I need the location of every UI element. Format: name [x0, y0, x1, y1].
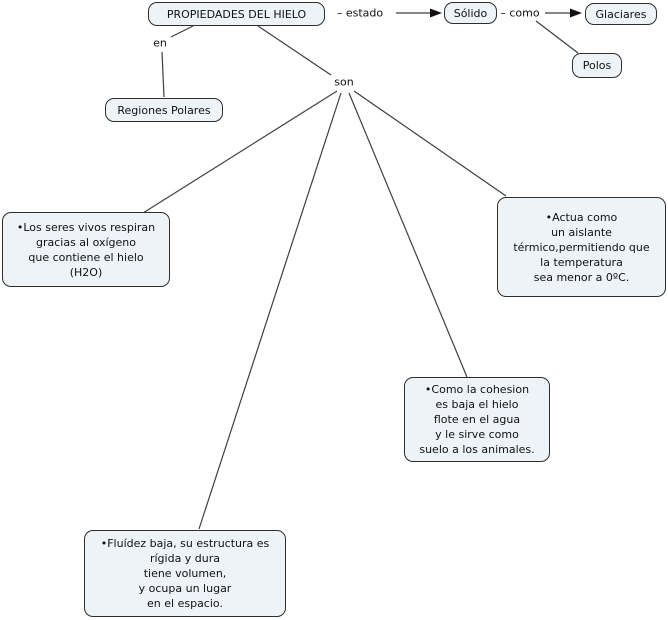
link-label-en[interactable]: en	[152, 36, 168, 50]
node-fluidez[interactable]: •Fluídez baja, su estructura es rígida y…	[84, 530, 286, 617]
node-aislante-termico[interactable]: •Actua como un aislante térmico,permitie…	[497, 197, 666, 297]
link-label-son[interactable]: son	[333, 75, 355, 89]
arrowhead-glaciares	[570, 8, 582, 18]
node-glaciares[interactable]: Glaciares	[585, 3, 657, 25]
edge-son-to-seres-vivos	[142, 90, 338, 214]
edge-propiedades-to-son	[257, 25, 332, 76]
link-label-como[interactable]: – como	[499, 6, 541, 20]
edge-son-to-cohesion	[348, 92, 468, 378]
node-propiedades-del-hielo[interactable]: PROPIEDADES DEL HIELO	[148, 2, 325, 26]
node-polos[interactable]: Polos	[572, 53, 622, 78]
arrowhead-solido	[430, 8, 442, 18]
edge-son-to-fluidez	[198, 92, 342, 530]
edge-son-to-aislante	[353, 90, 507, 197]
node-regiones-polares[interactable]: Regiones Polares	[105, 98, 223, 122]
link-label-estado[interactable]: – estado	[335, 6, 385, 20]
node-cohesion[interactable]: •Como la cohesion es baja el hielo flote…	[404, 377, 550, 462]
edge-en-to-regiones	[161, 51, 165, 98]
edge-propiedades-to-en	[170, 25, 194, 38]
edge-como-to-polos	[535, 20, 579, 54]
node-solido[interactable]: Sólido	[444, 2, 497, 24]
node-seres-vivos[interactable]: •Los seres vivos respiran gracias al oxí…	[2, 212, 170, 287]
